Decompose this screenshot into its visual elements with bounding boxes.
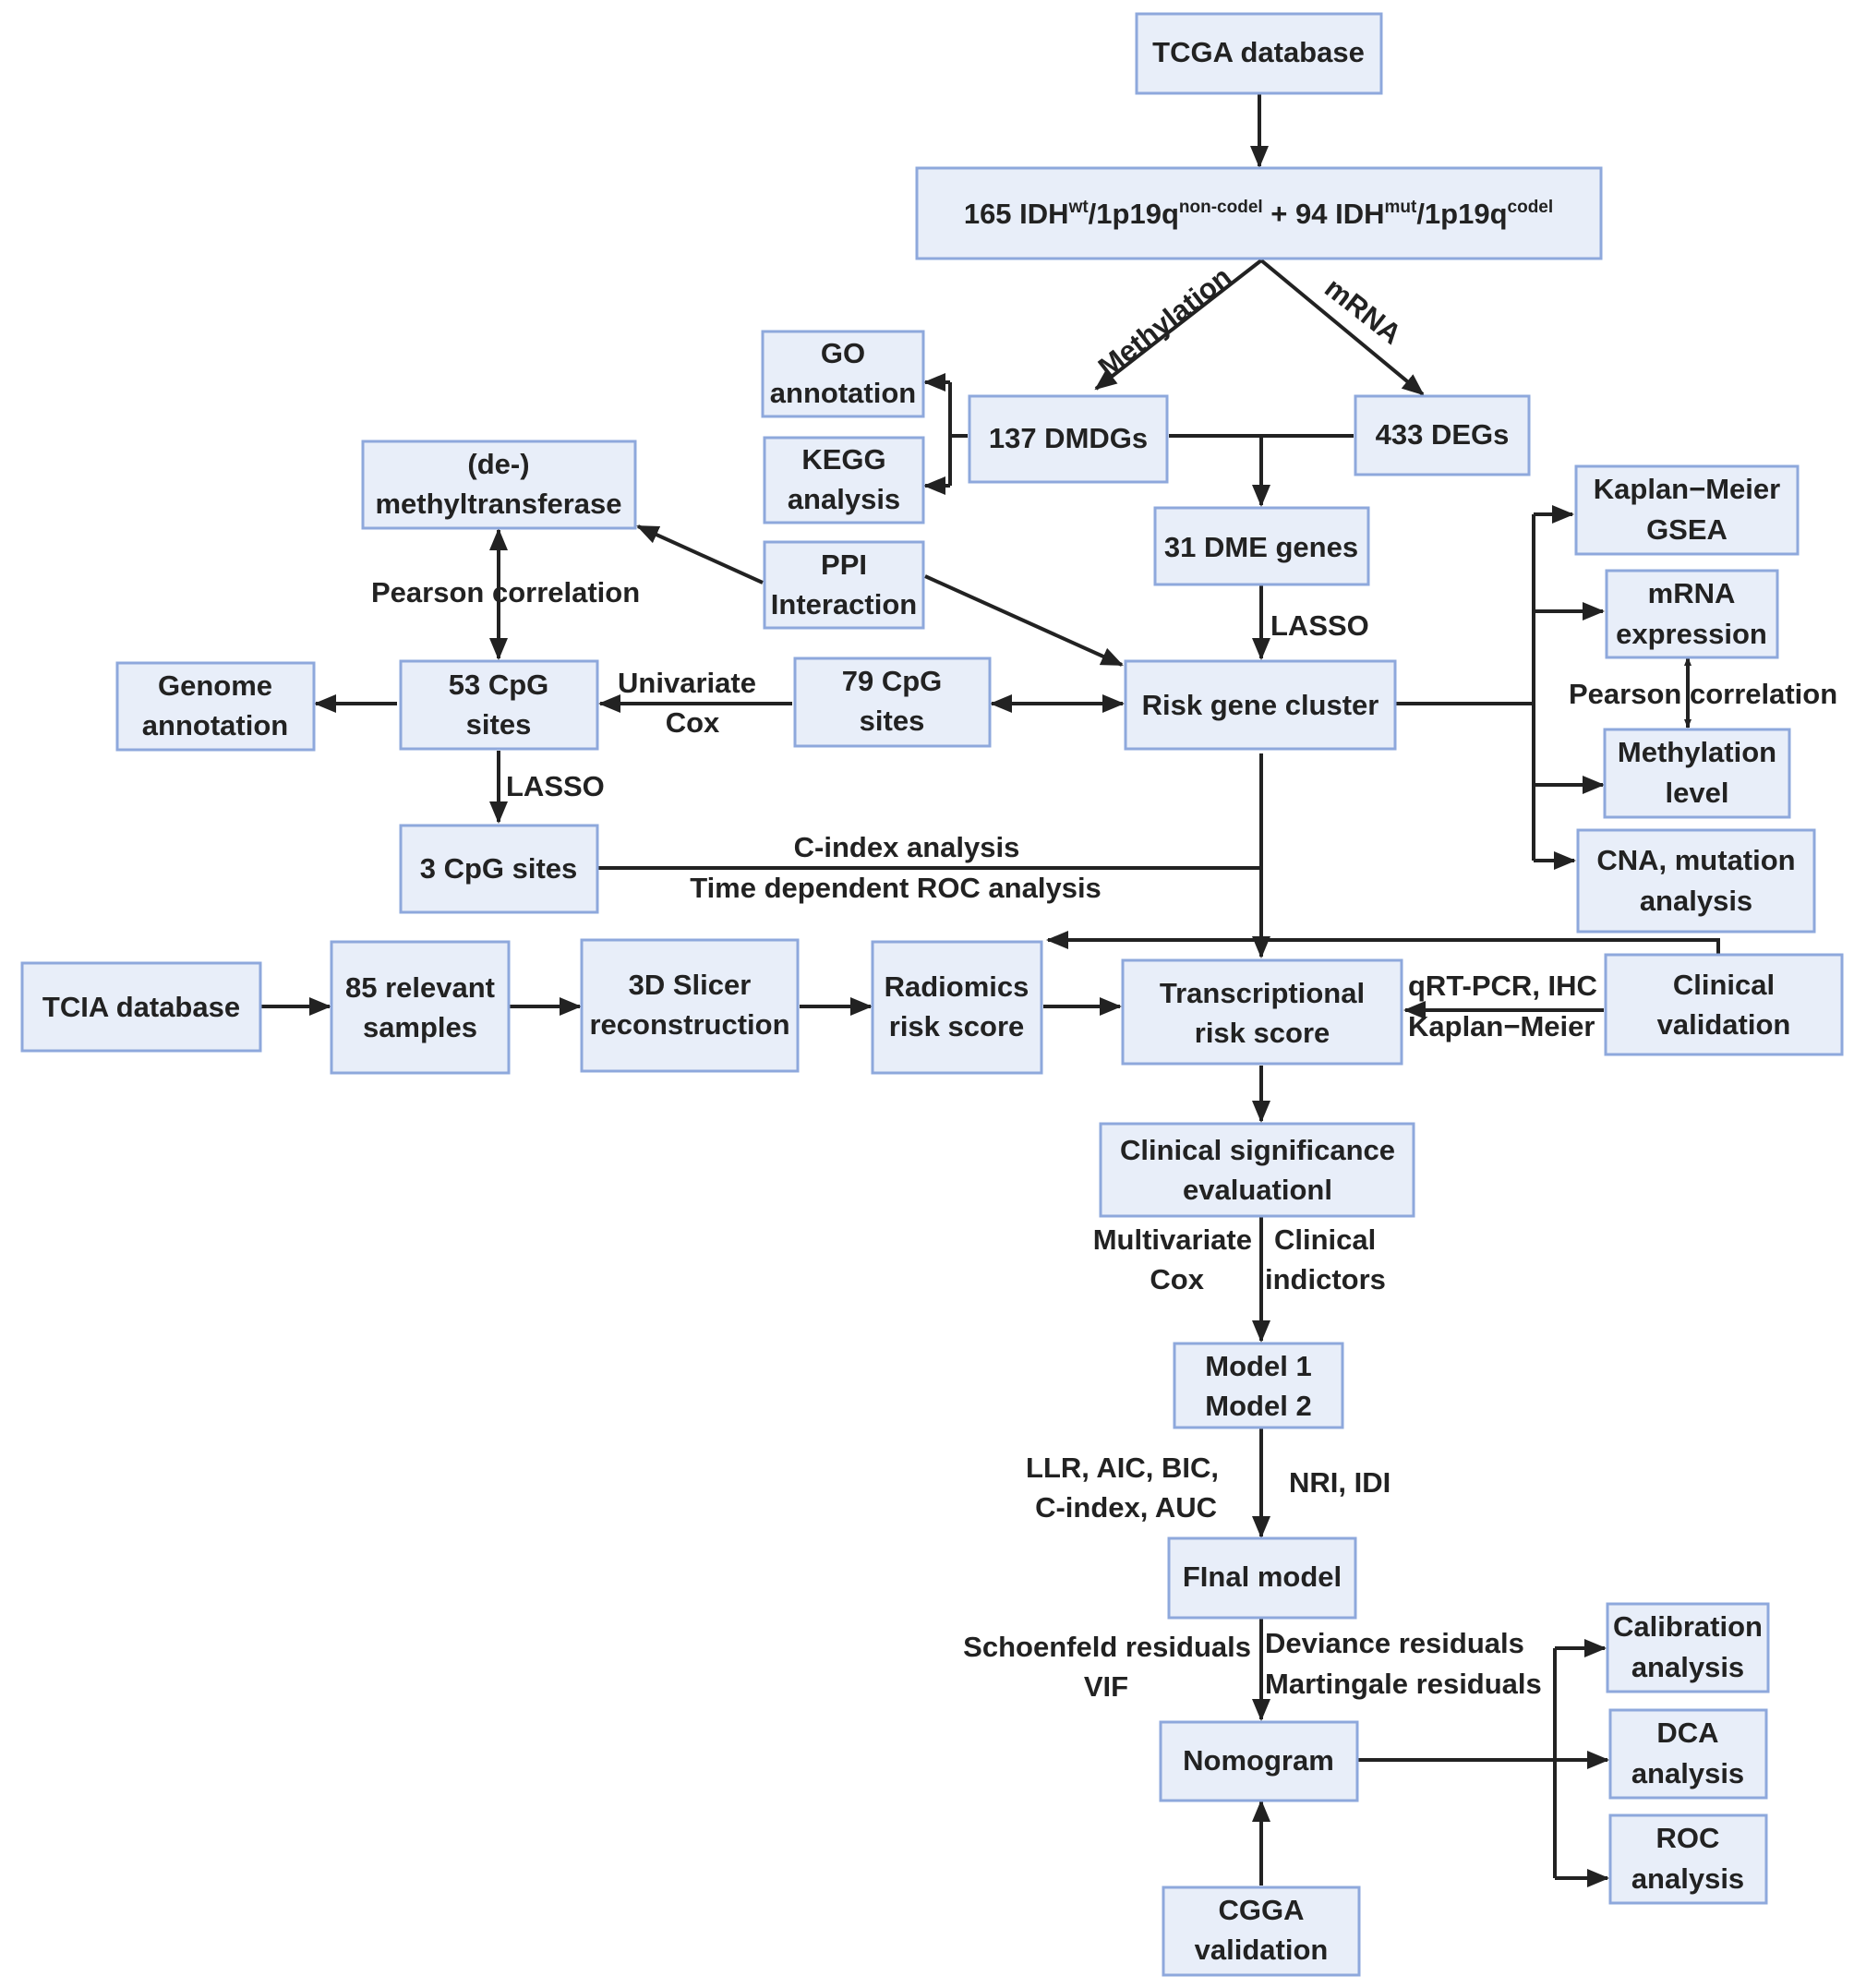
arrow-ppi-to-risk [924,574,1124,667]
label-clinical: Clinical [1274,1223,1376,1256]
node-3-cpg-sites: 3 CpG sites [399,824,599,914]
cohort-label: 165 IDHwt/1p19qnon-codel + 94 IDHmut/1p1… [964,198,1553,230]
node-label: 137 DMDGs [989,422,1148,454]
label-time-roc: Time dependent ROC analysis [690,872,1102,904]
label-vif: VIF [1084,1670,1128,1703]
node-label: FInal model [1183,1560,1342,1593]
arrow-ppi-to-demethyl [636,524,764,584]
node-demethyltransferase: (de-)methyltransferase [361,440,637,530]
node-label: (de-)methyltransferase [375,448,621,520]
label-schoenfeld: Schoenfeld residuals [963,1631,1251,1663]
node-label: Nomogram [1183,1744,1334,1777]
label-pearson-2: Pearson correlation [1569,678,1837,710]
label-llr-aic-bic: LLR, AIC, BIC, [1026,1452,1219,1484]
arrow-cohort-to-dmdg [1094,259,1263,391]
node-label: TCIA database [42,991,240,1023]
label-cindex: C-index analysis [794,831,1020,863]
node-label: 433 DEGs [1376,418,1510,451]
node-label: 3 CpG sites [420,852,578,885]
label-cox-1: Cox [666,706,720,739]
label-nri-idi: NRI, IDI [1289,1466,1390,1499]
node-tcia-database: TCIA database [20,961,262,1053]
arrow-cohort-to-deg [1259,259,1425,396]
label-kaplan-meier: Kaplan−Meier [1408,1010,1595,1042]
node-label: TCGA database [1152,36,1365,68]
label-pearson-1: Pearson correlation [371,576,640,608]
line-clinval-top [1046,931,1720,955]
arrow-dmdg-to-go-kegg [948,382,968,486]
label-indictors: indictors [1265,1263,1386,1295]
label-mrna: mRNA [1318,271,1407,351]
node-dme-genes: 31 DME genes [1153,506,1370,586]
connectors [261,94,1720,1887]
label-multivariate: Multivariate [1093,1223,1252,1256]
node-nomogram: Nomogram [1159,1720,1359,1802]
node-final-model: FInal model [1167,1536,1357,1620]
label-martingale: Martingale residuals [1265,1668,1542,1700]
node-label: 31 DME genes [1164,531,1358,563]
label-qrt-pcr: qRT-PCR, IHC [1408,970,1597,1002]
label-lasso-1: LASSO [1270,609,1369,642]
label-univariate: Univariate [618,667,756,699]
label-methylation: Methylation [1092,260,1237,384]
label-lasso-2: LASSO [506,770,605,802]
node-risk-gene-cluster: Risk gene cluster [1124,659,1397,751]
node-degs: 433 DEGs [1354,394,1531,476]
label-deviance: Deviance residuals [1265,1627,1524,1659]
node-label: Risk gene cluster [1142,689,1379,721]
label-cox-2: Cox [1150,1263,1204,1295]
node-tcga-database: TCGA database [1135,12,1383,95]
label-cindex-auc: C-index, AUC [1035,1491,1217,1524]
node-dmdgs: 137 DMDGs [968,394,1169,484]
node-cohort: 165 IDHwt/1p19qnon-codel + 94 IDHmut/1p1… [915,166,1603,260]
